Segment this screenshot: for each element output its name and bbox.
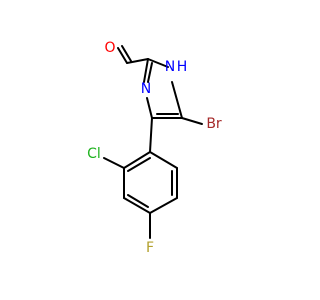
benzene-bond-4-double: [127, 194, 149, 208]
chlorine-atom-label: Cl: [87, 146, 101, 162]
fluorine-atom-label: F: [146, 240, 154, 256]
benzene-bond-3: [149, 197, 178, 214]
nitrogen-atom-label-n: N: [141, 81, 151, 97]
ring-bond-c2-n1: [147, 58, 169, 68]
bromine-bond: [181, 117, 203, 125]
ring-bond-n3-c4: [146, 97, 153, 119]
molecule-structure: O H N N Br Cl F: [87, 40, 222, 256]
benzene-bond-6-double: [127, 157, 151, 172]
benzene-bond-6: [123, 151, 151, 169]
nitrogen-atom-label-nh: N: [165, 59, 175, 75]
benzene-bond-1: [149, 151, 178, 169]
phenyl-connection-bond: [149, 117, 153, 153]
ring-bond-c2-n3-double: [147, 62, 153, 83]
benzene-bond-4: [123, 197, 151, 214]
hydrogen-atom-label: H: [177, 59, 188, 75]
oxygen-atom-label: O: [104, 40, 115, 56]
structure-canvas: O H N N Br Cl F: [87, 40, 222, 256]
ring-bond-n1-c5: [171, 81, 183, 119]
ring-bond-c2-n3: [143, 58, 149, 83]
aldehyde-bond-co-2: [121, 45, 132, 62]
chlorine-bond: [103, 157, 125, 169]
aldehyde-bond-ch: [126, 58, 149, 64]
aldehyde-bond-co-1: [117, 47, 128, 64]
bromine-atom-label: Br: [206, 116, 222, 132]
